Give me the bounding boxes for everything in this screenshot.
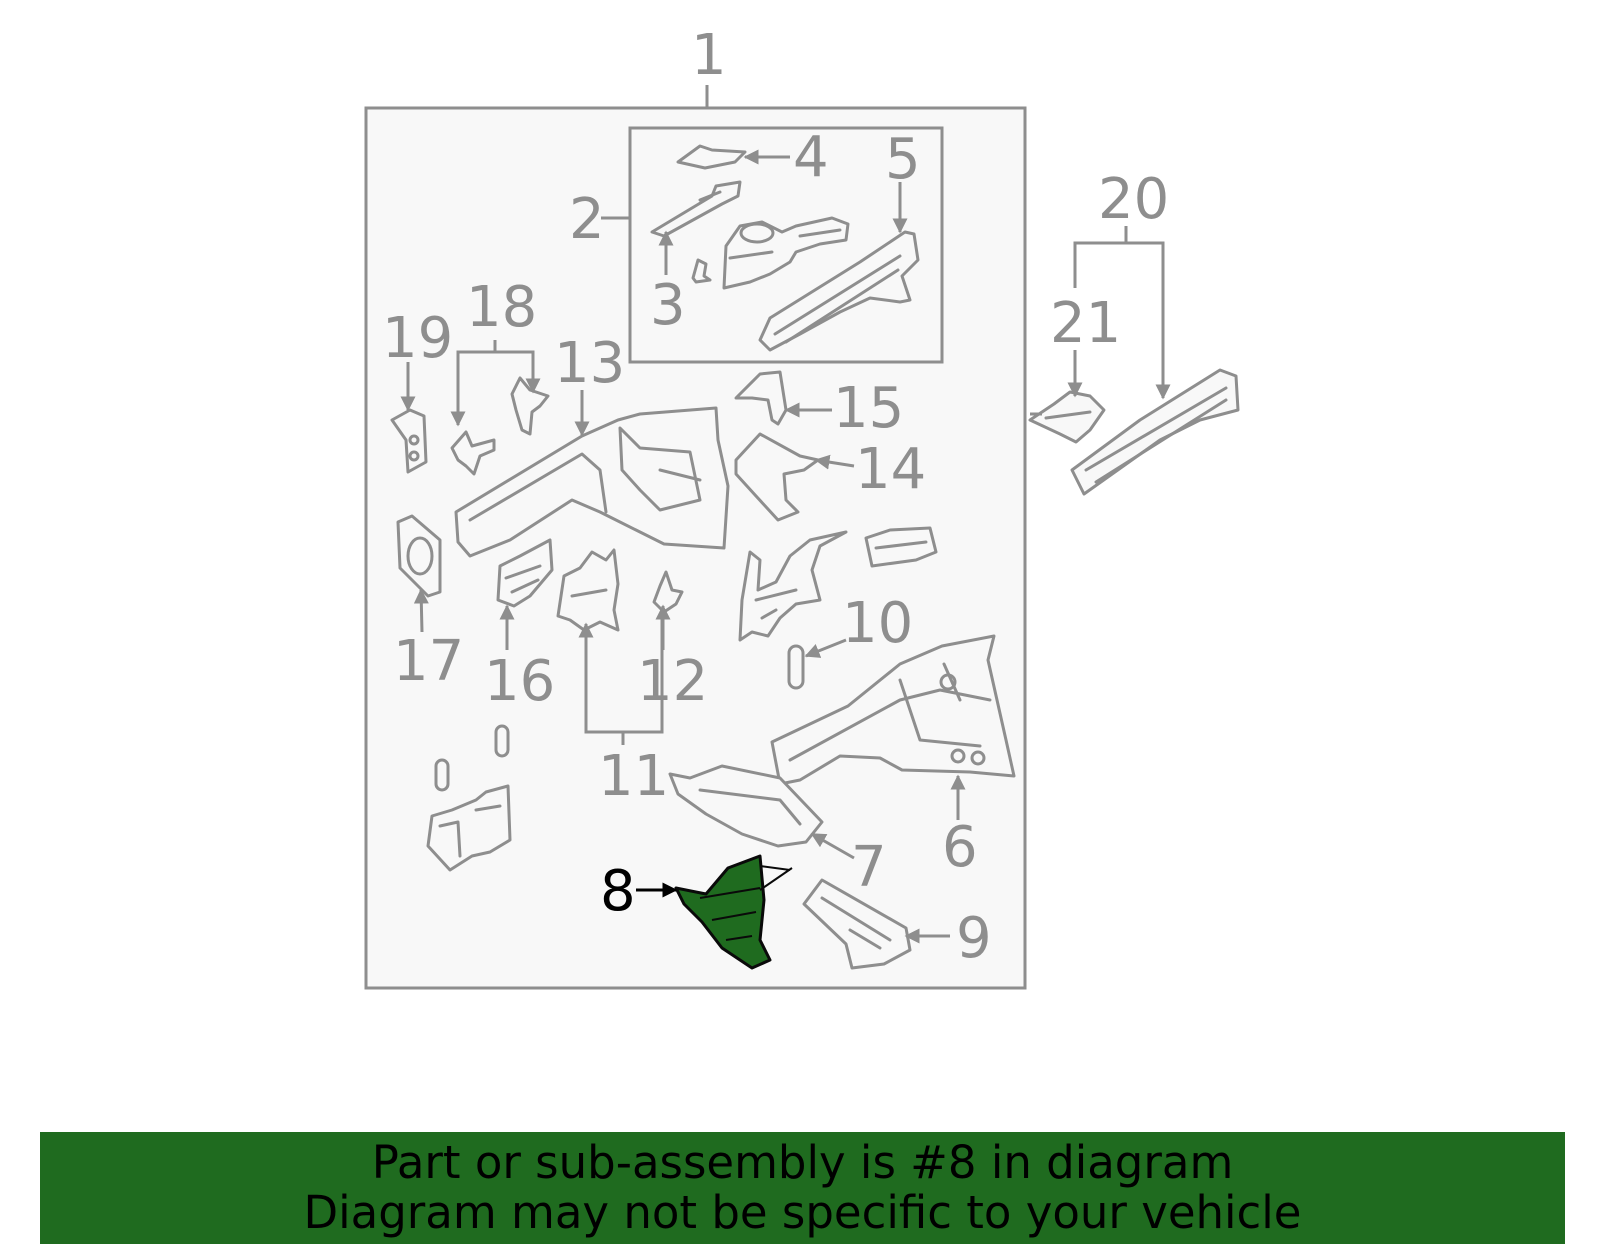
- callout-17[interactable]: 17: [393, 629, 464, 694]
- callout-2[interactable]: 2: [569, 187, 605, 252]
- part-13: [454, 406, 730, 558]
- part-15: [734, 370, 788, 426]
- part-7: [668, 764, 824, 848]
- callout-16[interactable]: 16: [484, 649, 555, 714]
- callout-14[interactable]: 14: [855, 437, 926, 502]
- callout-8[interactable]: 8: [600, 859, 636, 924]
- callout-21[interactable]: 21: [1050, 291, 1121, 356]
- part-8-highlighted[interactable]: [674, 854, 772, 970]
- pin-left-a: [434, 758, 450, 792]
- callout-20[interactable]: 20: [1098, 167, 1169, 232]
- callout-5[interactable]: 5: [885, 127, 921, 192]
- callout-9[interactable]: 9: [956, 906, 992, 971]
- small-bracket: [691, 258, 712, 284]
- callout-3[interactable]: 3: [650, 273, 686, 338]
- callout-19[interactable]: 19: [382, 306, 453, 371]
- callout-6[interactable]: 6: [942, 815, 978, 880]
- part-18a: [450, 430, 496, 476]
- info-banner: Part or sub-assembly is #8 in diagram Di…: [40, 1132, 1565, 1244]
- part-17: [396, 514, 442, 598]
- part-20: [1070, 368, 1240, 496]
- callout-1[interactable]: 1: [691, 23, 727, 88]
- banner-line-1: Part or sub-assembly is #8 in diagram: [371, 1136, 1234, 1189]
- mount-bracket: [738, 530, 848, 642]
- callout-7[interactable]: 7: [851, 835, 887, 900]
- callout-18[interactable]: 18: [466, 275, 537, 340]
- callout-4[interactable]: 4: [793, 125, 829, 190]
- part-21: [1028, 390, 1106, 444]
- callout-13[interactable]: 13: [554, 331, 625, 396]
- part-6: [770, 634, 1016, 786]
- pin-left-b: [494, 724, 510, 758]
- part-14: [734, 432, 820, 522]
- callout-11[interactable]: 11: [598, 744, 669, 809]
- part-16: [496, 538, 554, 608]
- banner-line-2: Diagram may not be specific to your vehi…: [303, 1186, 1302, 1239]
- callout-15[interactable]: 15: [833, 376, 904, 441]
- callout-10[interactable]: 10: [842, 591, 913, 656]
- part-18b: [510, 376, 550, 436]
- callout-12[interactable]: 12: [637, 649, 708, 714]
- part-10: [787, 644, 805, 690]
- side-bracket: [864, 526, 938, 568]
